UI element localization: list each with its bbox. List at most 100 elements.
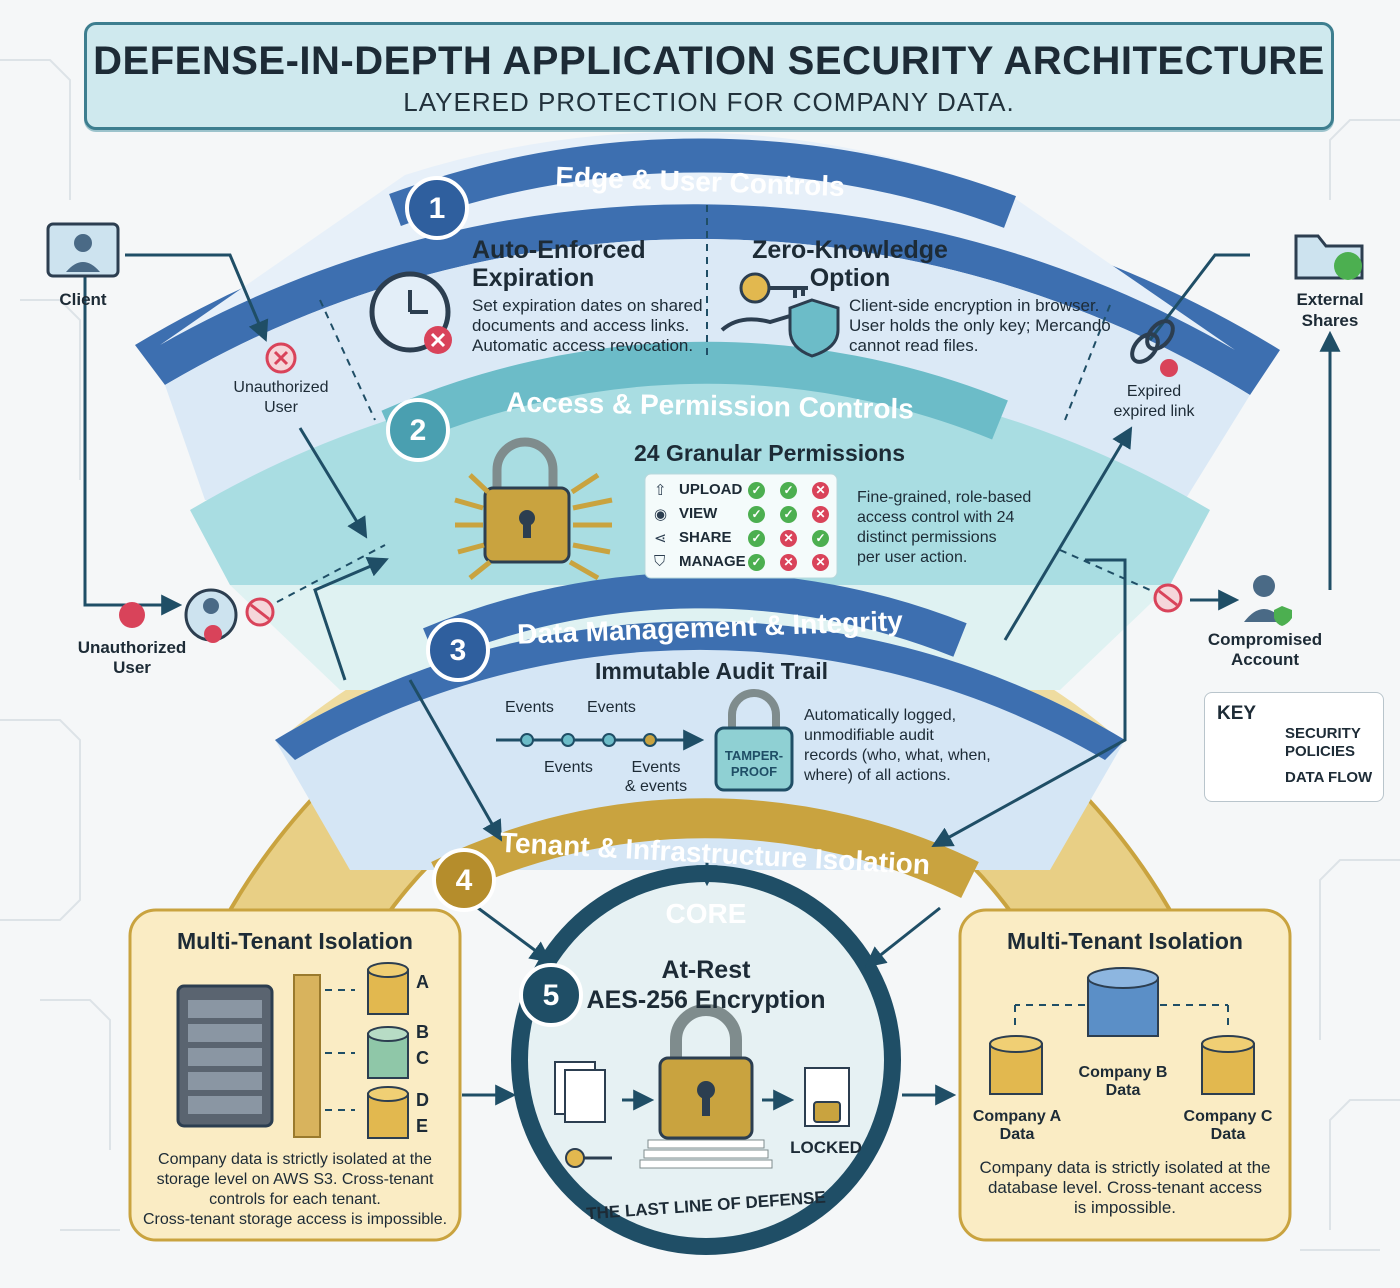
legend-policies-2: POLICIES bbox=[1285, 743, 1356, 760]
compromised-label-2: Account bbox=[1231, 650, 1299, 669]
audit-desc-2: unmodifiable audit bbox=[804, 727, 934, 744]
expiration-title-2: Expiration bbox=[472, 264, 595, 292]
unauth-outer-label-1: Unauthorized bbox=[77, 638, 187, 657]
clock-icon bbox=[369, 271, 452, 354]
legend-box: KEY SECURITY POLICIES DATA FLOW bbox=[1204, 692, 1384, 802]
external-label-1: External bbox=[1296, 290, 1364, 309]
share-icon: ⋖ bbox=[654, 530, 667, 547]
db-icons-left bbox=[367, 962, 409, 1139]
audit-desc-4: where) of all actions. bbox=[804, 767, 951, 784]
core-label: CORE bbox=[665, 898, 747, 929]
padlock-keys-icon bbox=[454, 437, 613, 581]
company-a-label-2: Data bbox=[999, 1126, 1035, 1143]
cross-icon: ✕ bbox=[812, 554, 829, 571]
audit-event-label-1: Events bbox=[505, 699, 554, 716]
tenant-right-title: Multi-Tenant Isolation bbox=[1007, 928, 1243, 954]
expiration-title-1: Auto-Enforced bbox=[472, 236, 646, 264]
blocked-icon-inner bbox=[265, 342, 297, 374]
tenant-left-desc-4: Cross-tenant storage access is impossibl… bbox=[142, 1211, 448, 1228]
audit-event-label-2: Events bbox=[587, 699, 636, 716]
permissions-table-bg bbox=[644, 473, 838, 579]
cross-icon: ✕ bbox=[812, 506, 829, 523]
tenant-right-desc-3: is impossible. bbox=[1073, 1198, 1177, 1217]
compromised-label-1: Compromised bbox=[1207, 630, 1323, 649]
firewall-wall-icon bbox=[293, 974, 321, 1138]
tamper-proof-lock-icon bbox=[714, 689, 794, 792]
page-subtitle: LAYERED PROTECTION FOR COMPANY DATA. bbox=[403, 87, 1015, 117]
zero-knowledge-desc-2: User holds the only key; Mercando bbox=[849, 316, 1111, 335]
tamper-badge-1: TAMPER- bbox=[724, 748, 784, 763]
zero-knowledge-desc-1: Client-side encryption in browser. bbox=[849, 296, 1100, 315]
broken-link-icon bbox=[1130, 319, 1178, 377]
badge-3: 3 bbox=[449, 634, 467, 667]
core-title-2: AES-256 Encryption bbox=[586, 986, 826, 1014]
check-icon: ✓ bbox=[748, 530, 765, 547]
audit-event-label-4b: & events bbox=[624, 778, 688, 795]
upload-icon: ⇧ bbox=[654, 482, 667, 499]
db-label-c: C bbox=[416, 1048, 429, 1068]
check-icon: ✓ bbox=[748, 554, 765, 571]
cross-icon: ✕ bbox=[780, 554, 797, 571]
server-rack-icon bbox=[176, 984, 274, 1128]
tenant-right-desc-2: database level. Cross-tenant access bbox=[987, 1178, 1263, 1197]
zero-knowledge-title-2: Option bbox=[809, 264, 891, 292]
db-icons-right bbox=[989, 967, 1255, 1095]
audit-desc-3: records (who, what, when, bbox=[804, 747, 991, 764]
compromised-account-icon bbox=[1153, 575, 1292, 626]
client-label: Client bbox=[59, 290, 107, 309]
permissions-title: 24 Granular Permissions bbox=[634, 440, 906, 466]
unauthorized-user-icon bbox=[119, 588, 275, 643]
db-label-b: B bbox=[416, 1022, 429, 1042]
folder-share-icon bbox=[1294, 234, 1364, 280]
zero-knowledge-desc-3: cannot read files. bbox=[849, 336, 979, 355]
company-a-label-1: Company A bbox=[972, 1108, 1062, 1125]
layer4-arc bbox=[431, 798, 979, 898]
permission-label: MANAGE bbox=[679, 553, 746, 570]
page-title: DEFENSE-IN-DEPTH APPLICATION SECURITY AR… bbox=[93, 39, 1325, 83]
permission-label: UPLOAD bbox=[679, 481, 743, 498]
check-icon: ✓ bbox=[748, 506, 765, 523]
circuit-background bbox=[0, 59, 1400, 1251]
data-flow-arrows bbox=[83, 253, 1341, 1111]
badge-2: 2 bbox=[409, 414, 427, 447]
legend-title: KEY bbox=[1217, 703, 1257, 724]
audit-event-label-3: Events bbox=[544, 759, 593, 776]
expired-label-1: Expired bbox=[1126, 383, 1182, 400]
core-padlock-icon bbox=[639, 1004, 773, 1169]
title-banner: DEFENSE-IN-DEPTH APPLICATION SECURITY AR… bbox=[84, 22, 1334, 130]
audit-event-label-4: Events bbox=[631, 759, 681, 776]
permissions-desc-1: Fine-grained, role-based bbox=[857, 489, 1032, 506]
tamper-badge-2: PROOF bbox=[730, 764, 778, 779]
core-title-1: At-Rest bbox=[661, 956, 751, 984]
unauth-inner-label-2: User bbox=[264, 399, 298, 416]
permission-label: VIEW bbox=[679, 505, 718, 522]
eye-icon: ◉ bbox=[654, 506, 668, 523]
badge-4: 4 bbox=[455, 864, 473, 897]
core-locked-label: LOCKED bbox=[790, 1138, 862, 1157]
tenant-left-desc-3: controls for each tenant. bbox=[209, 1191, 381, 1208]
permissions-desc-3: distinct permissions bbox=[857, 529, 997, 546]
company-c-label-2: Data bbox=[1210, 1126, 1246, 1143]
expiration-desc-2: documents and access links. bbox=[472, 316, 690, 335]
company-b-label-1: Company B bbox=[1078, 1064, 1168, 1081]
legend-flow: DATA FLOW bbox=[1285, 769, 1373, 786]
expiration-desc-1: Set expiration dates on shared bbox=[472, 296, 703, 315]
expired-label-2: expired link bbox=[1113, 403, 1195, 420]
check-icon: ✓ bbox=[748, 482, 765, 499]
layer-badges bbox=[386, 176, 583, 1027]
cross-icon: ✕ bbox=[812, 482, 829, 499]
tenant-right-desc-1: Company data is strictly isolated at the bbox=[979, 1158, 1271, 1177]
external-label-2: Shares bbox=[1301, 311, 1359, 330]
badge-1: 1 bbox=[428, 192, 446, 225]
unauth-outer-label-2: User bbox=[113, 658, 151, 677]
tenant-left-desc-2: storage level on AWS S3. Cross-tenant bbox=[156, 1171, 434, 1188]
check-icon: ✓ bbox=[812, 530, 829, 547]
audit-title: Immutable Audit Trail bbox=[595, 658, 829, 684]
badge-5: 5 bbox=[542, 979, 560, 1012]
db-label-e: E bbox=[416, 1116, 429, 1136]
expiration-desc-3: Automatic access revocation. bbox=[472, 336, 694, 355]
tenant-left-desc-1: Company data is strictly isolated at the bbox=[158, 1151, 432, 1168]
db-label-d: D bbox=[416, 1090, 429, 1110]
